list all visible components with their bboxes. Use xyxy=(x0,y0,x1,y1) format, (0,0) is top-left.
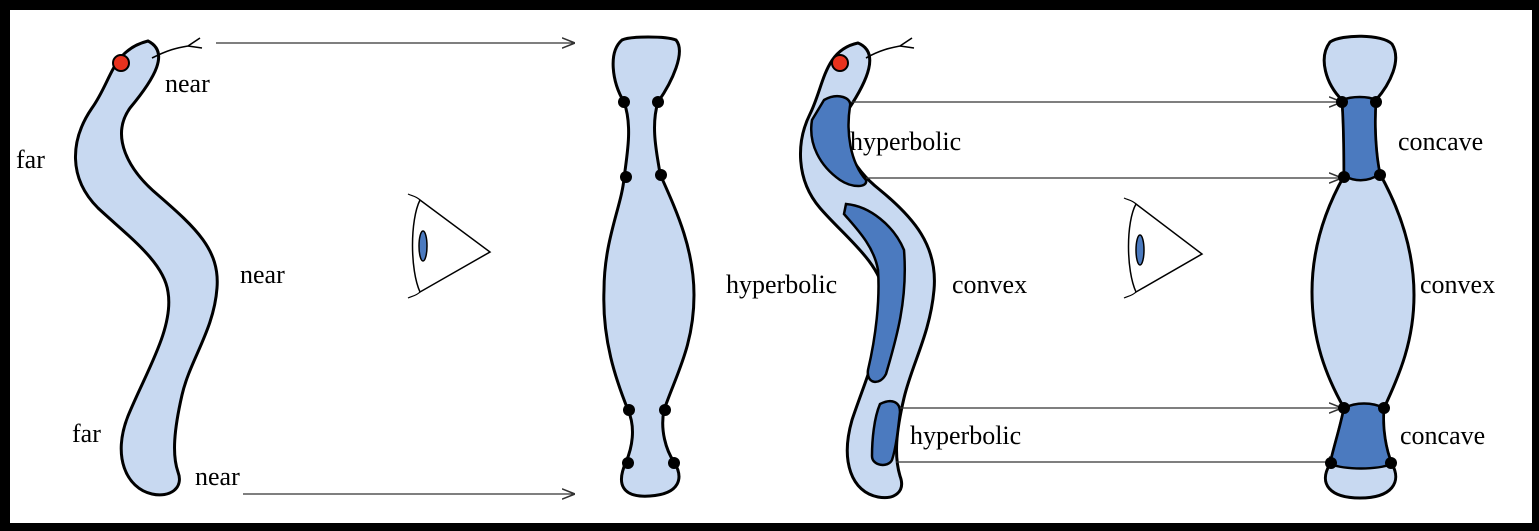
viewer-eye-icon-left xyxy=(408,194,490,298)
viewer-eye-icon-right xyxy=(1124,198,1202,298)
right-panel: hyperbolic hyperbolic convex hyperbolic … xyxy=(726,36,1495,498)
diagram-canvas: near far near far near xyxy=(10,10,1532,523)
concave-band-top xyxy=(1342,97,1380,180)
snake-tongue-right xyxy=(866,38,914,58)
label-concave-bottom: concave xyxy=(1400,421,1485,450)
label-near-top: near xyxy=(165,69,210,98)
label-near-middle: near xyxy=(240,260,285,289)
silhouette-left xyxy=(604,37,694,496)
label-convex-silhouette: convex xyxy=(1420,270,1495,299)
snake-tongue-left xyxy=(152,38,202,58)
label-far-upper: far xyxy=(16,145,45,174)
label-concave-top: concave xyxy=(1398,127,1483,156)
label-convex-body: convex xyxy=(952,270,1027,299)
label-hyperbolic-bottom: hyperbolic xyxy=(910,421,1021,450)
label-far-lower: far xyxy=(72,419,101,448)
label-hyperbolic-middle: hyperbolic xyxy=(726,270,837,299)
figure-panel: near far near far near xyxy=(10,10,1532,523)
left-panel: near far near far near xyxy=(16,37,694,496)
snake-eye-right xyxy=(832,55,848,71)
label-near-bottom: near xyxy=(195,462,240,491)
label-hyperbolic-top: hyperbolic xyxy=(850,127,961,156)
snake-eye-left xyxy=(113,55,129,71)
